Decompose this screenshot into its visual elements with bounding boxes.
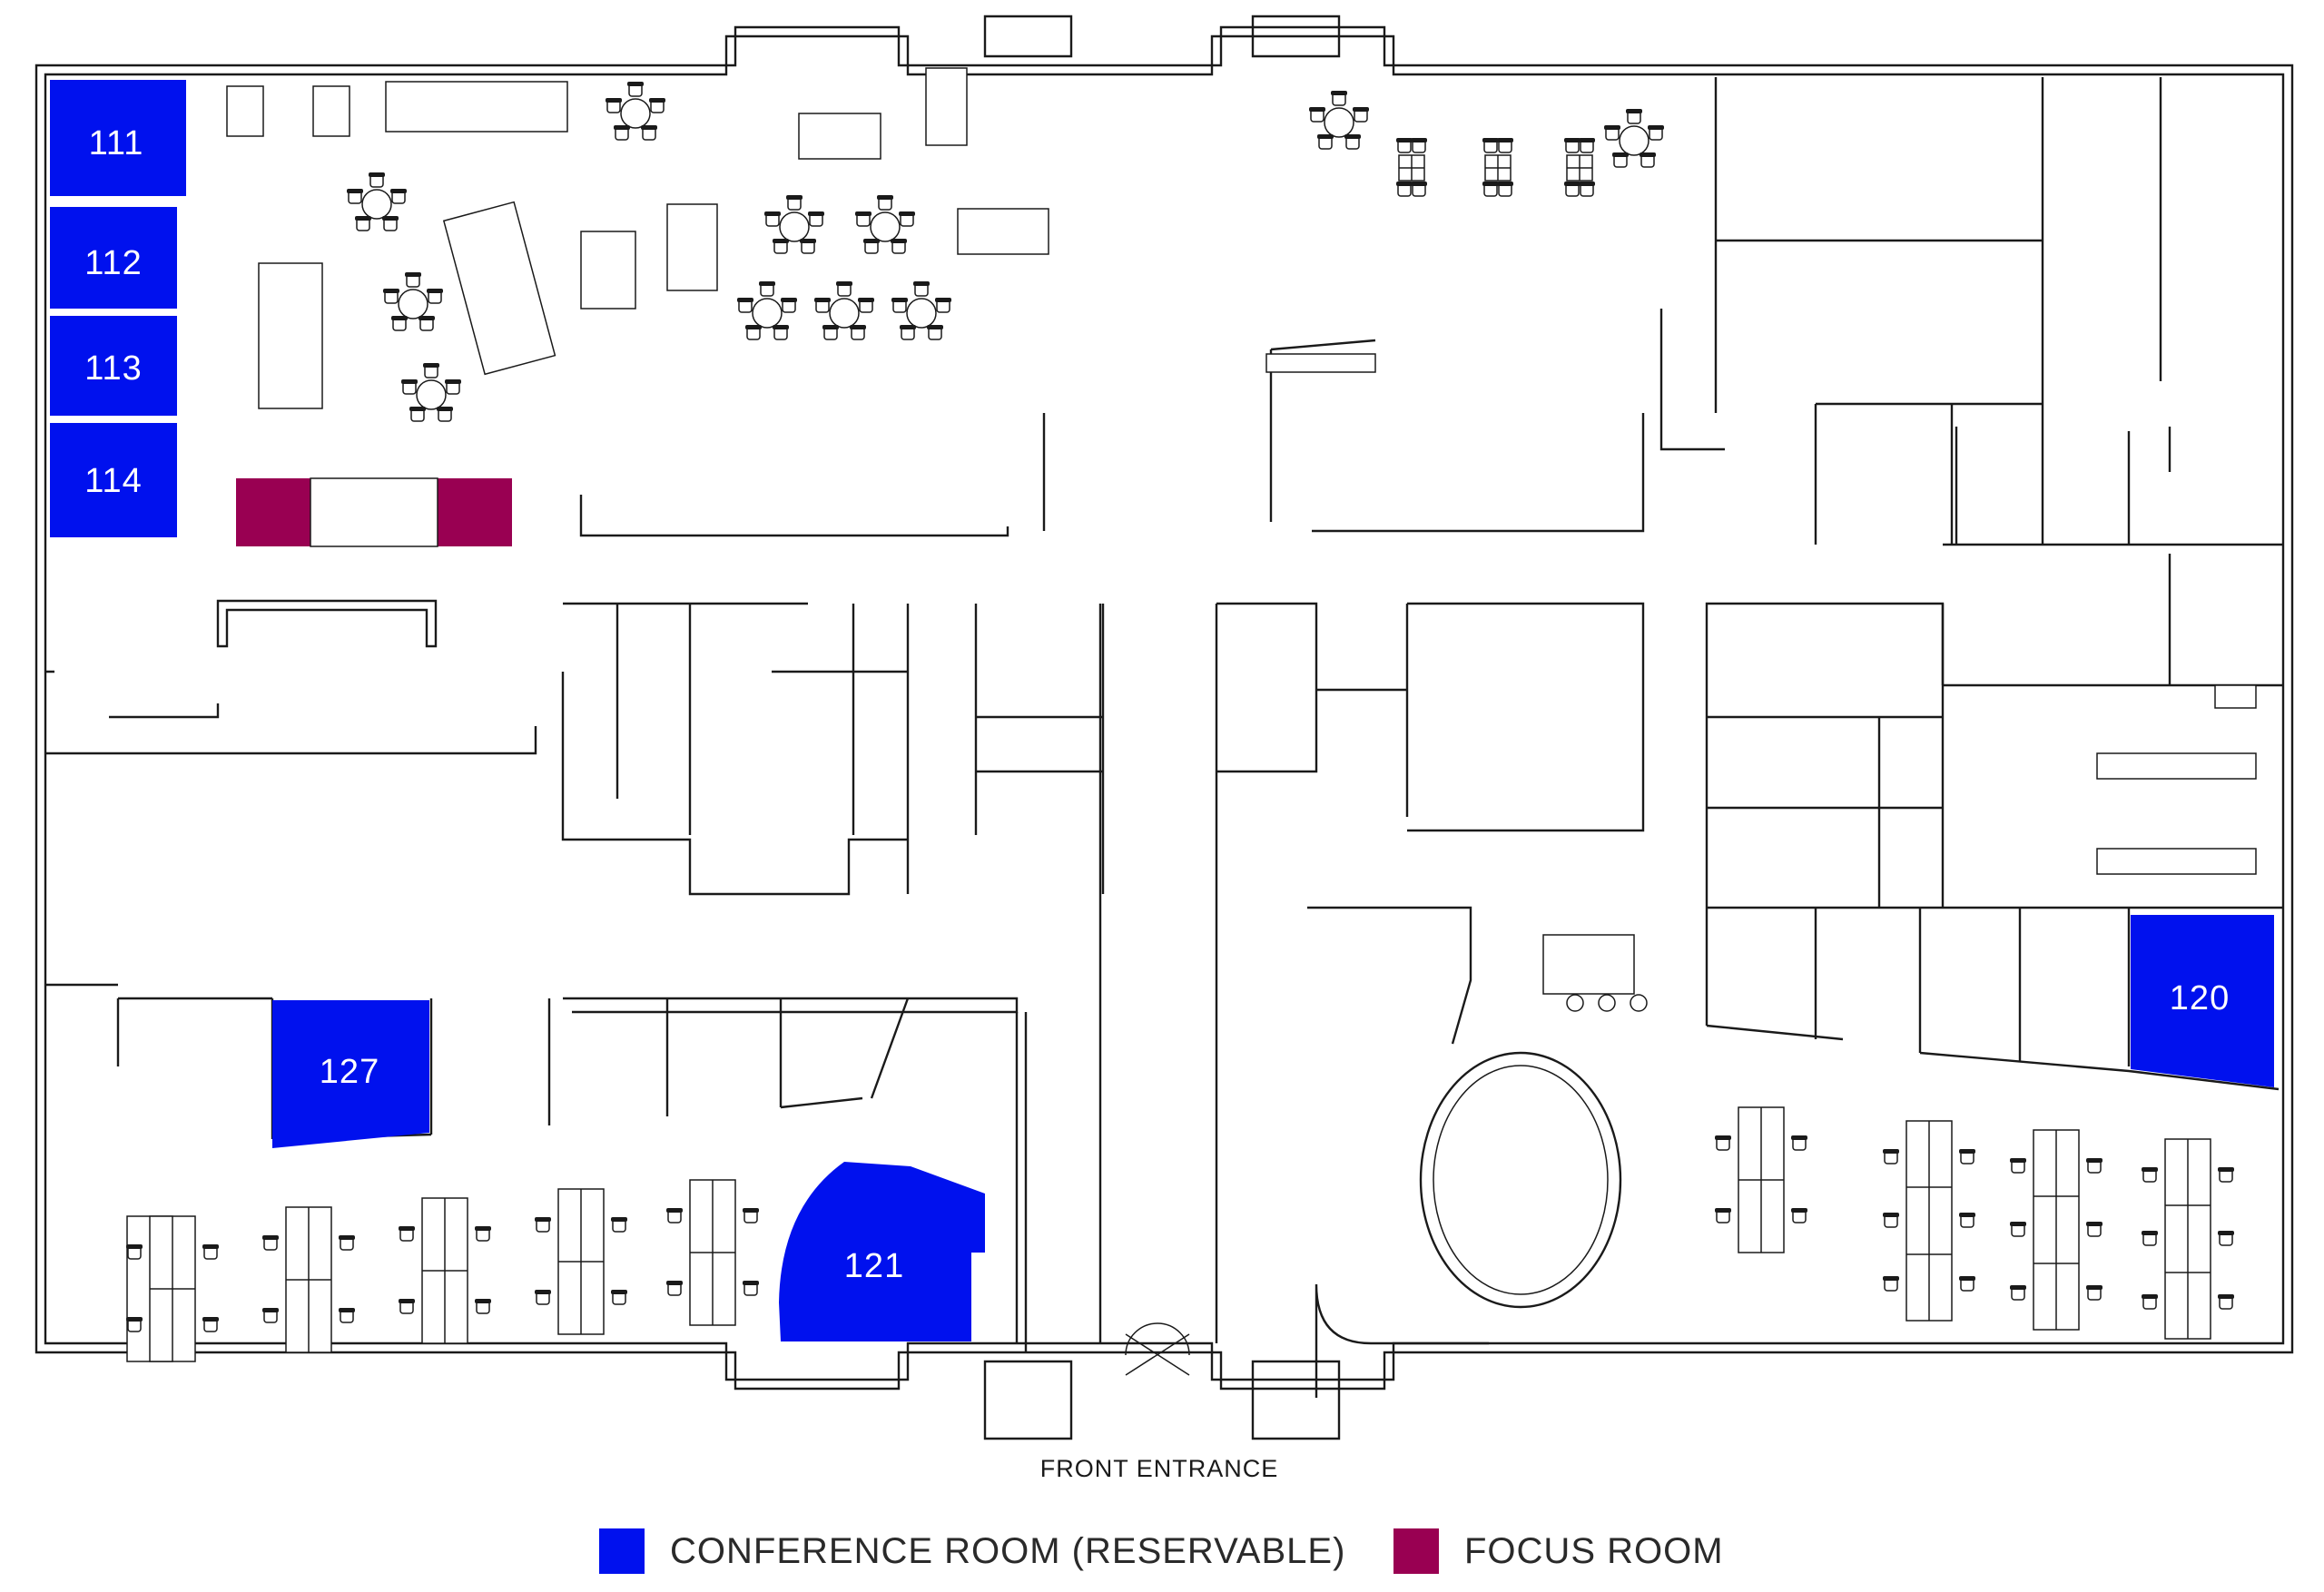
conference-room-121[interactable]: 121 <box>779 1162 985 1341</box>
room-label-120: 120 <box>2170 979 2230 1017</box>
conference-room-112[interactable]: 112 <box>50 207 177 309</box>
focus-room-right[interactable] <box>438 478 512 546</box>
room-label-121: 121 <box>844 1247 904 1285</box>
conference-room-113[interactable]: 113 <box>50 316 177 416</box>
legend-item-conference: CONFERENCE ROOM (RESERVABLE) <box>599 1528 1345 1574</box>
room-label-112: 112 <box>84 244 143 282</box>
focus-rooms <box>236 477 512 547</box>
conference-room-114[interactable]: 114 <box>50 423 177 537</box>
building-walls <box>34 15 2294 1440</box>
room-label-114: 114 <box>84 462 143 500</box>
conference-room-120[interactable]: 120 <box>2131 915 2274 1087</box>
legend-item-focus: FOCUS ROOM <box>1393 1528 1724 1574</box>
room-label-113: 113 <box>84 349 143 388</box>
legend-label-focus: FOCUS ROOM <box>1464 1530 1724 1571</box>
legend-label-conference: CONFERENCE ROOM (RESERVABLE) <box>670 1530 1346 1571</box>
front-entrance-label: FRONT ENTRANCE <box>1040 1455 1279 1482</box>
conference-room-111[interactable]: 111 <box>50 80 186 196</box>
interior-walls <box>45 77 2283 1398</box>
conference-rooms: 111 112 113 114 127 121 120 <box>50 80 2274 1341</box>
focus-swatch <box>1393 1528 1439 1574</box>
conference-swatch <box>599 1528 645 1574</box>
round-pavilion <box>1419 1051 1622 1309</box>
focus-room-left[interactable] <box>236 478 310 546</box>
furniture <box>126 67 2257 1362</box>
legend: CONFERENCE ROOM (RESERVABLE) FOCUS ROOM <box>0 1528 2324 1592</box>
room-label-127: 127 <box>320 1053 379 1091</box>
room-label-111: 111 <box>89 124 144 162</box>
conference-room-127[interactable]: 127 <box>272 1000 429 1148</box>
